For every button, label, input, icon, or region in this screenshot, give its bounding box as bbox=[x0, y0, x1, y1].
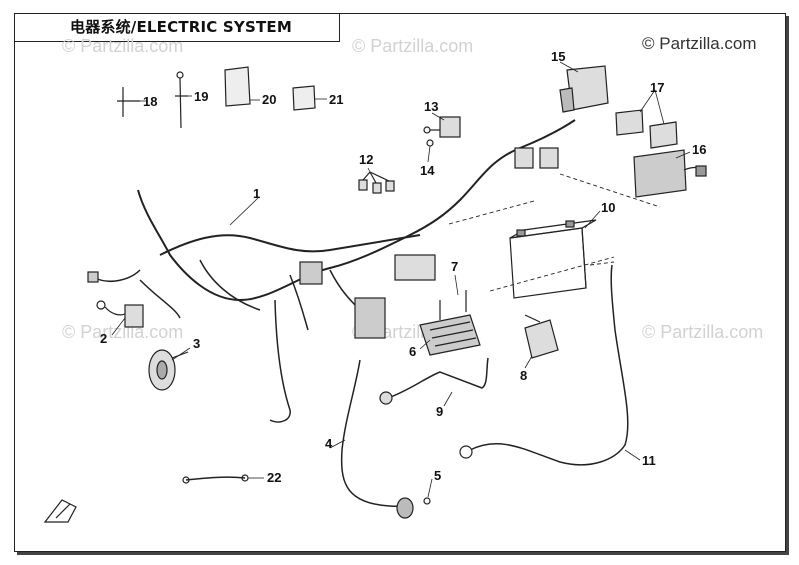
callout-19: 19 bbox=[194, 89, 209, 104]
callout-18: 18 bbox=[143, 94, 158, 109]
callout-4: 4 bbox=[325, 436, 333, 451]
part-16-regulator bbox=[633, 149, 707, 198]
title-box bbox=[14, 13, 340, 42]
callout-13: 13 bbox=[424, 99, 439, 114]
part-12-fuses bbox=[358, 171, 395, 194]
callout-16: 16 bbox=[692, 142, 707, 157]
callout-1: 1 bbox=[253, 186, 261, 201]
part-2-switch bbox=[96, 300, 144, 328]
callout-7: 7 bbox=[451, 259, 459, 274]
part-1-main-harness bbox=[137, 119, 576, 302]
callout-15: 15 bbox=[551, 49, 566, 64]
part-8-starter-relay bbox=[524, 314, 559, 359]
part-11-cable bbox=[469, 264, 629, 466]
callout-5: 5 bbox=[434, 468, 442, 483]
watermark: © Partzilla.com bbox=[352, 36, 474, 56]
callout-9: 9 bbox=[436, 404, 444, 419]
part-5-sensor bbox=[396, 497, 431, 519]
part-22-wire bbox=[185, 476, 246, 481]
part-15-ecu bbox=[559, 65, 609, 113]
part-6-regulator bbox=[419, 314, 481, 356]
part-17-relay bbox=[649, 121, 678, 149]
callout-10: 10 bbox=[601, 200, 616, 215]
watermark: © Partzilla.com bbox=[62, 322, 184, 342]
callout-2: 2 bbox=[100, 331, 108, 346]
part-3-horn bbox=[148, 349, 189, 391]
callout-17: 17 bbox=[650, 80, 665, 95]
part-18-bracket bbox=[117, 87, 140, 117]
callout-22: 22 bbox=[267, 470, 282, 485]
watermark-primary: © Partzilla.com bbox=[642, 34, 757, 53]
part-19-cable-tie bbox=[175, 71, 188, 129]
callout-8: 8 bbox=[520, 368, 528, 383]
part-10-battery bbox=[509, 219, 597, 299]
page-title: 电器系统/ELECTRIC SYSTEM bbox=[70, 18, 293, 36]
callout-20: 20 bbox=[262, 92, 277, 107]
part-4-cable bbox=[340, 359, 413, 508]
watermark: © Partzilla.com bbox=[642, 322, 764, 342]
part-20-sheet bbox=[224, 66, 251, 107]
watermark: © Partzilla.com bbox=[62, 36, 184, 56]
callout-14: 14 bbox=[420, 163, 435, 178]
callout-12: 12 bbox=[359, 152, 374, 167]
callout-11: 11 bbox=[642, 453, 656, 468]
callout-3: 3 bbox=[193, 336, 201, 351]
direction-arrow-icon bbox=[43, 499, 77, 523]
callout-21: 21 bbox=[329, 92, 344, 107]
part-13-sensor bbox=[423, 116, 461, 147]
part-17-relay bbox=[615, 109, 644, 136]
callout-6: 6 bbox=[409, 344, 417, 359]
part-9-cable bbox=[387, 357, 489, 399]
part-21-sheet bbox=[292, 85, 316, 111]
